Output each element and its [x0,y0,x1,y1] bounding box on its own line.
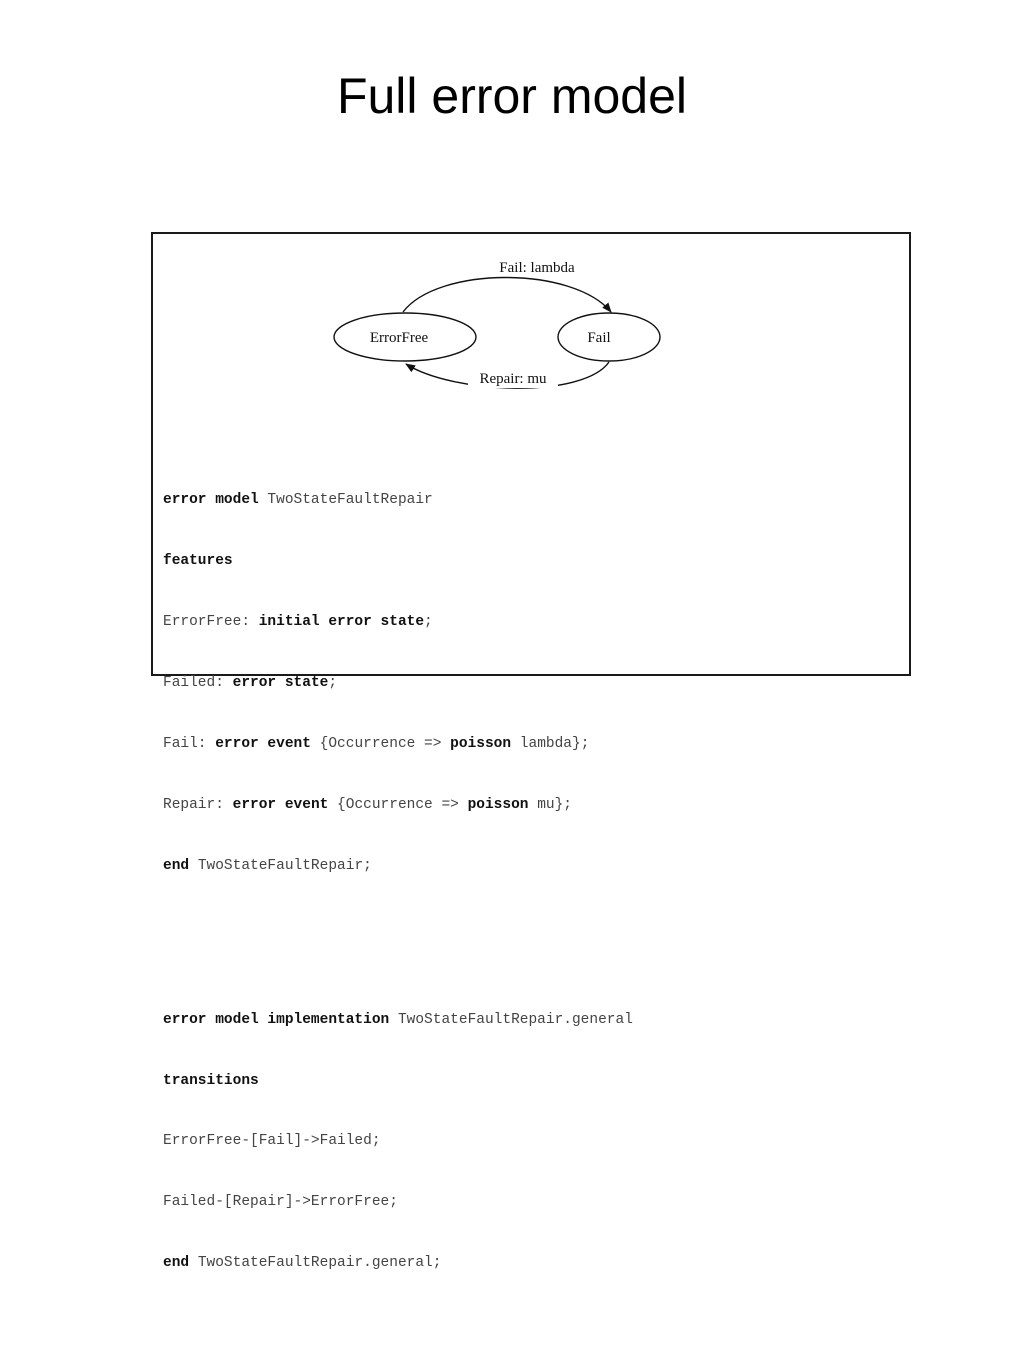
code-text: ; [328,674,338,691]
fail-transition-arrow [402,276,612,313]
code-text: TwoStateFaultRepair.general [397,1011,633,1028]
code-line: features [163,551,633,571]
code-text: ; [424,613,433,630]
code-text: TwoStateFaultRepair; [197,857,372,874]
code-keyword: poisson [450,735,512,752]
repair-transition-label: Repair: mu [479,371,547,387]
code-line: error model implementation TwoStateFault… [163,1010,633,1030]
code-text: {Occurrence => [337,796,459,813]
code-line: ErrorFree: initial error state; [163,612,633,632]
fail-state-node [557,312,661,362]
code-text: {Occurrence => [319,735,442,752]
state-diagram: ErrorFree Fail Fail: lambda Repair: mu [333,256,661,389]
errorfree-state-node [333,312,477,362]
code-keyword: transitions [163,1072,259,1089]
code-keyword: end [163,857,190,874]
code-keyword: error event [215,735,311,752]
code-text: ErrorFree-[Fail]->Failed; [163,1133,381,1150]
code-text: Fail: [163,735,207,752]
code-line: transitions [163,1071,633,1091]
code-text: mu}; [537,796,573,813]
fail-state-label: Fail [587,330,610,346]
code-text: lambda}; [519,735,590,752]
code-line: Failed-[Repair]->ErrorFree; [163,1192,633,1212]
code-keyword: poisson [467,796,529,813]
code-line: end TwoStateFaultRepair.general; [163,1253,633,1273]
code-keyword: error state [232,674,329,691]
code-keyword: error model implementation [163,1011,390,1028]
code-keyword: features [163,553,233,570]
code-text: Failed-[Repair]->ErrorFree; [163,1194,398,1211]
code-text: TwoStateFaultRepair.general; [197,1255,442,1272]
code-text: Repair: [163,796,224,813]
repair-transition-arrow [405,361,610,389]
code-text: ErrorFree: [163,613,251,630]
error-model-block: error model TwoStateFaultRepair features… [163,450,633,917]
code-keyword: initial error state [258,613,425,630]
code-line: Failed: error state; [163,673,633,693]
code-line: Repair: error event {Occurrence => poiss… [163,795,633,815]
code-line: ErrorFree-[Fail]->Failed; [163,1131,633,1151]
code-line: error model TwoStateFaultRepair [163,490,633,510]
figure-box: ErrorFree Fail Fail: lambda Repair: mu e… [151,232,911,1271]
code-text: TwoStateFaultRepair [267,492,433,509]
fail-transition-label: Fail: lambda [499,260,575,276]
code-keyword: error model [163,492,259,509]
aadl-code-listing: error model TwoStateFaultRepair features… [163,409,633,1355]
error-model-implementation-block: error model implementation TwoStateFault… [163,969,633,1314]
code-keyword: error event [232,796,329,813]
code-keyword: end [163,1255,190,1272]
errorfree-state-label: ErrorFree [370,330,429,346]
code-text: Failed: [163,674,224,691]
slide-title: Full error model [336,68,688,124]
code-line: end TwoStateFaultRepair; [163,856,633,876]
code-line: Fail: error event {Occurrence => poisson… [163,734,633,754]
